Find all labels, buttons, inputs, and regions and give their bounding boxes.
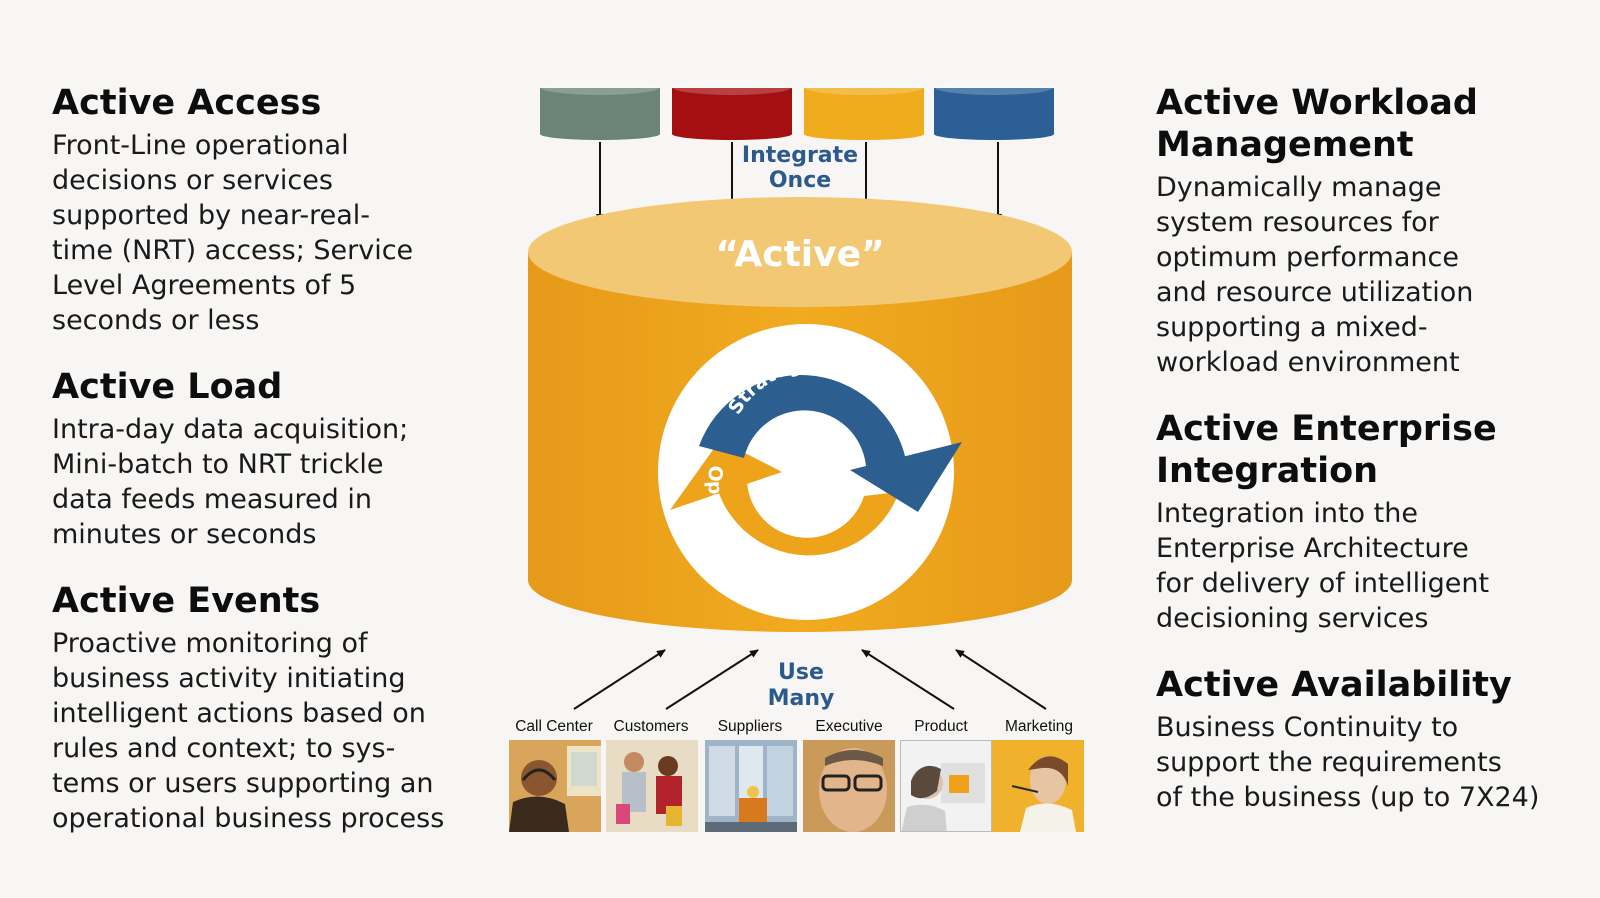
integrate-label-line2: Once	[769, 168, 831, 193]
active-events-block: Active Events Proactive monitoring of bu…	[52, 580, 492, 836]
user-label-call-center: Call Center	[515, 718, 593, 735]
active-load-text: Intra-day data acquisition; Mini-batch t…	[52, 414, 409, 550]
active-events-title: Active Events	[52, 581, 321, 621]
active-load-block: Active Load Intra-day data acquisition; …	[52, 366, 492, 552]
active-access-block: Active Access Front-Line operational dec…	[52, 82, 492, 338]
left-column: Active Access Front-Line operational dec…	[52, 82, 492, 864]
use-label-line1: Use	[778, 660, 824, 685]
active-load-title: Active Load	[52, 367, 283, 407]
operational-arrowhead	[670, 440, 782, 510]
user-label-marketing: Marketing	[1004, 718, 1074, 735]
product-photo	[900, 740, 992, 832]
call-center-photo	[509, 740, 601, 832]
active-workload-title: Active Workload Management	[1156, 83, 1478, 165]
active-label: “Active”	[715, 234, 884, 275]
right-column: Active Workload Management Dynamically m…	[1156, 82, 1596, 843]
active-events-text: Proactive monitoring of business activit…	[52, 628, 445, 834]
active-availability-block: Active Availability Business Continuity …	[1156, 664, 1596, 815]
operational-arc	[712, 452, 899, 556]
active-availability-text: Business Continuity to support the requi…	[1156, 712, 1540, 813]
user-label-product: Product	[914, 718, 968, 735]
active-availability-title: Active Availability	[1156, 665, 1512, 705]
source-db-2	[672, 79, 792, 140]
customers-photo	[606, 740, 698, 832]
executive-photo	[803, 740, 895, 832]
active-integration-title: Active Enterprise Integration	[1156, 409, 1497, 491]
source-db-1	[540, 79, 660, 140]
marketing-photo	[992, 740, 1084, 832]
source-db-3	[804, 79, 924, 140]
integrate-label-line1: Integrate	[742, 143, 858, 168]
active-integration-text: Integration into the Enterprise Architec…	[1156, 498, 1490, 634]
active-workload-text: Dynamically manage system resources for …	[1156, 172, 1474, 378]
active-access-text: Front-Line operational decisions or serv…	[52, 130, 414, 336]
active-integration-block: Active Enterprise Integration Integratio…	[1156, 408, 1596, 636]
user-label-executive: Executive	[815, 718, 883, 735]
intelligence-cycle: Strategic Intelligence Operational Intel…	[658, 324, 962, 620]
strategic-arc	[699, 374, 906, 466]
user-label-suppliers: Suppliers	[717, 718, 783, 735]
source-db-4	[934, 79, 1054, 140]
active-workload-block: Active Workload Management Dynamically m…	[1156, 82, 1596, 380]
use-arrows	[573, 649, 1047, 710]
user-label-customers: Customers	[613, 718, 689, 735]
use-label-line2: Many	[768, 686, 835, 711]
active-access-title: Active Access	[52, 83, 322, 123]
suppliers-photo	[705, 740, 797, 832]
strategic-arrowhead	[850, 442, 962, 512]
